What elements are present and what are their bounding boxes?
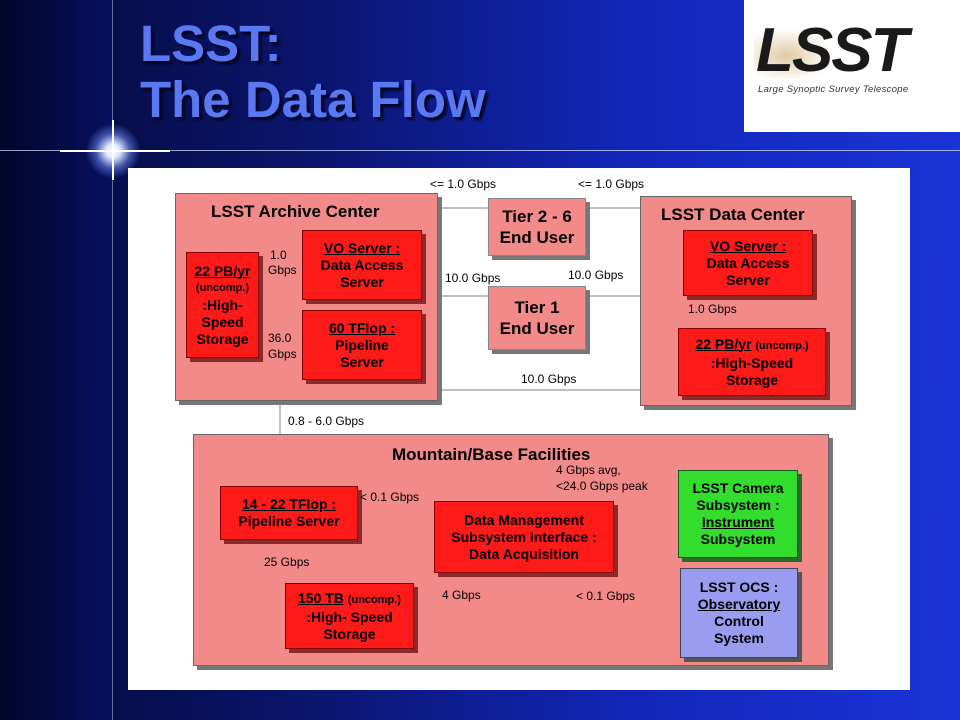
archive-storage-line5: Storage (196, 330, 249, 347)
camera-line3: Instrument (701, 514, 775, 530)
ocs-line1: LSST OCS : (699, 579, 779, 595)
decorative-vertical-line (112, 0, 113, 720)
label-arch-vo-2: Gbps (268, 263, 297, 277)
label-pipe-storage: 25 Gbps (264, 555, 310, 569)
slide-left-band (0, 0, 112, 720)
label-arch-pipe-2: Gbps (268, 347, 297, 361)
logo-galaxy-texture (754, 28, 834, 78)
dc-vo-line3: Server (726, 271, 770, 288)
archive-storage-line3: :High- (202, 296, 243, 313)
label-mountain-link: 0.8 - 6.0 Gbps (288, 414, 365, 428)
tier2-line2: End User (499, 228, 575, 247)
label-ocs-dm: < 0.1 Gbps (576, 589, 636, 603)
flare-ray-horizontal (60, 150, 170, 152)
dc-storage-line1a: 22 PB/yr (695, 335, 752, 352)
label-tier1-left: 10.0 Gbps (445, 271, 501, 285)
mountain-storage-line3: Storage (323, 625, 376, 642)
archive-vo-server-node: VO Server : Data Access Server (302, 230, 422, 300)
dc-storage-node: 22 PB/yr (uncomp.) :High-Speed Storage (678, 328, 826, 396)
mountain-storage-line2: :High- Speed (306, 608, 393, 625)
dm-line3: Data Acquisition (469, 545, 579, 562)
dm-line1: Data Management (464, 511, 584, 528)
archive-storage-node: 22 PB/yr (uncomp.) :High- Speed Storage (186, 252, 259, 358)
mountain-storage-line1a: 150 TB (298, 589, 344, 606)
tier2-line1: Tier 2 - 6 (502, 207, 572, 226)
logo-subtitle: Large Synoptic Survey Telescope (758, 84, 909, 95)
ocs-line4: System (714, 630, 764, 646)
label-camera-1: 4 Gbps avg, (556, 463, 621, 477)
archive-pipeline-node: 60 TFlop : Pipeline Server (302, 310, 422, 380)
archive-storage-line2: (uncomp.) (195, 281, 250, 294)
tier1-end-user-node: Tier 1 End User (488, 286, 586, 350)
mountain-pipeline-line2: Pipeline Server (238, 513, 340, 529)
label-camera-2: <24.0 Gbps peak (556, 479, 648, 493)
archive-pipeline-line3: Server (340, 353, 384, 370)
label-tier1-right: 10.0 Gbps (568, 268, 624, 282)
ocs-line2: Observatory (697, 596, 781, 612)
archive-vo-line2: Data Access (320, 256, 404, 273)
archive-pipeline-line2: Pipeline (335, 336, 389, 353)
label-dc-internal: 1.0 Gbps (688, 302, 737, 316)
archive-vo-line1: VO Server : (323, 239, 401, 256)
dc-vo-server-node: VO Server : Data Access Server (683, 230, 813, 296)
lsst-logo: LSST Large Synoptic Survey Telescope (744, 0, 960, 132)
flare-ray-vertical (112, 120, 114, 180)
label-top-left: <= 1.0 Gbps (430, 177, 497, 191)
archive-storage-line4: Speed (201, 313, 244, 330)
label-arch-pipe-1: 36.0 (268, 331, 292, 345)
slide-title: LSST: The Data Flow (140, 16, 486, 128)
logo-wordmark: LSST (756, 16, 908, 85)
data-flow-diagram: LSST Archive Center 22 PB/yr (uncomp.) :… (128, 168, 910, 690)
camera-subsystem-node: LSST Camera Subsystem : Instrument Subsy… (678, 470, 798, 558)
data-management-node: Data Management Subsystem Interface : Da… (434, 501, 614, 573)
mountain-storage-node: 150 TB (uncomp.) :High- Speed Storage (285, 583, 414, 649)
mountain-pipeline-node: 14 - 22 TFlop : Pipeline Server (220, 486, 358, 540)
mountain-base-title: Mountain/Base Facilities (392, 445, 591, 464)
tier1-line2: End User (499, 319, 575, 338)
tier2-end-user-node: Tier 2 - 6 End User (488, 198, 586, 256)
label-storage-dm: 4 Gbps (442, 588, 481, 602)
dm-line2: Subsystem Interface : (451, 528, 597, 545)
dc-vo-line2: Data Access (706, 254, 790, 271)
label-top-right: <= 1.0 Gbps (578, 177, 645, 191)
label-pipe-dm: < 0.1 Gbps (360, 490, 420, 504)
tier1-line1: Tier 1 (514, 298, 560, 317)
mountain-storage-line1b: (uncomp.) (347, 593, 401, 606)
camera-line4: Subsystem (700, 531, 776, 547)
ocs-line3: Control (714, 613, 764, 629)
archive-vo-line3: Server (340, 273, 384, 290)
mountain-pipeline-line1: 14 - 22 TFlop : (241, 496, 337, 512)
ocs-node: LSST OCS : Observatory Control System (680, 568, 798, 658)
camera-line1: LSST Camera (692, 480, 784, 496)
slide-title-line2: The Data Flow (140, 71, 486, 128)
archive-storage-line1: 22 PB/yr (194, 262, 251, 279)
slide-title-line1: LSST: (140, 15, 282, 72)
dc-storage-line2: :High-Speed (710, 354, 794, 371)
archive-pipeline-line1: 60 TFlop : (328, 319, 396, 336)
data-center-title: LSST Data Center (661, 205, 805, 224)
dc-storage-line1b: (uncomp.) (755, 339, 809, 352)
camera-line2: Subsystem : (696, 497, 780, 513)
label-arch-vo-1: 1.0 (270, 248, 287, 262)
dc-storage-line3: Storage (725, 371, 779, 388)
label-bottom-link: 10.0 Gbps (521, 372, 577, 386)
decorative-horizontal-line (0, 150, 960, 151)
archive-center-title: LSST Archive Center (211, 202, 380, 221)
dc-vo-line1: VO Server : (709, 237, 787, 254)
